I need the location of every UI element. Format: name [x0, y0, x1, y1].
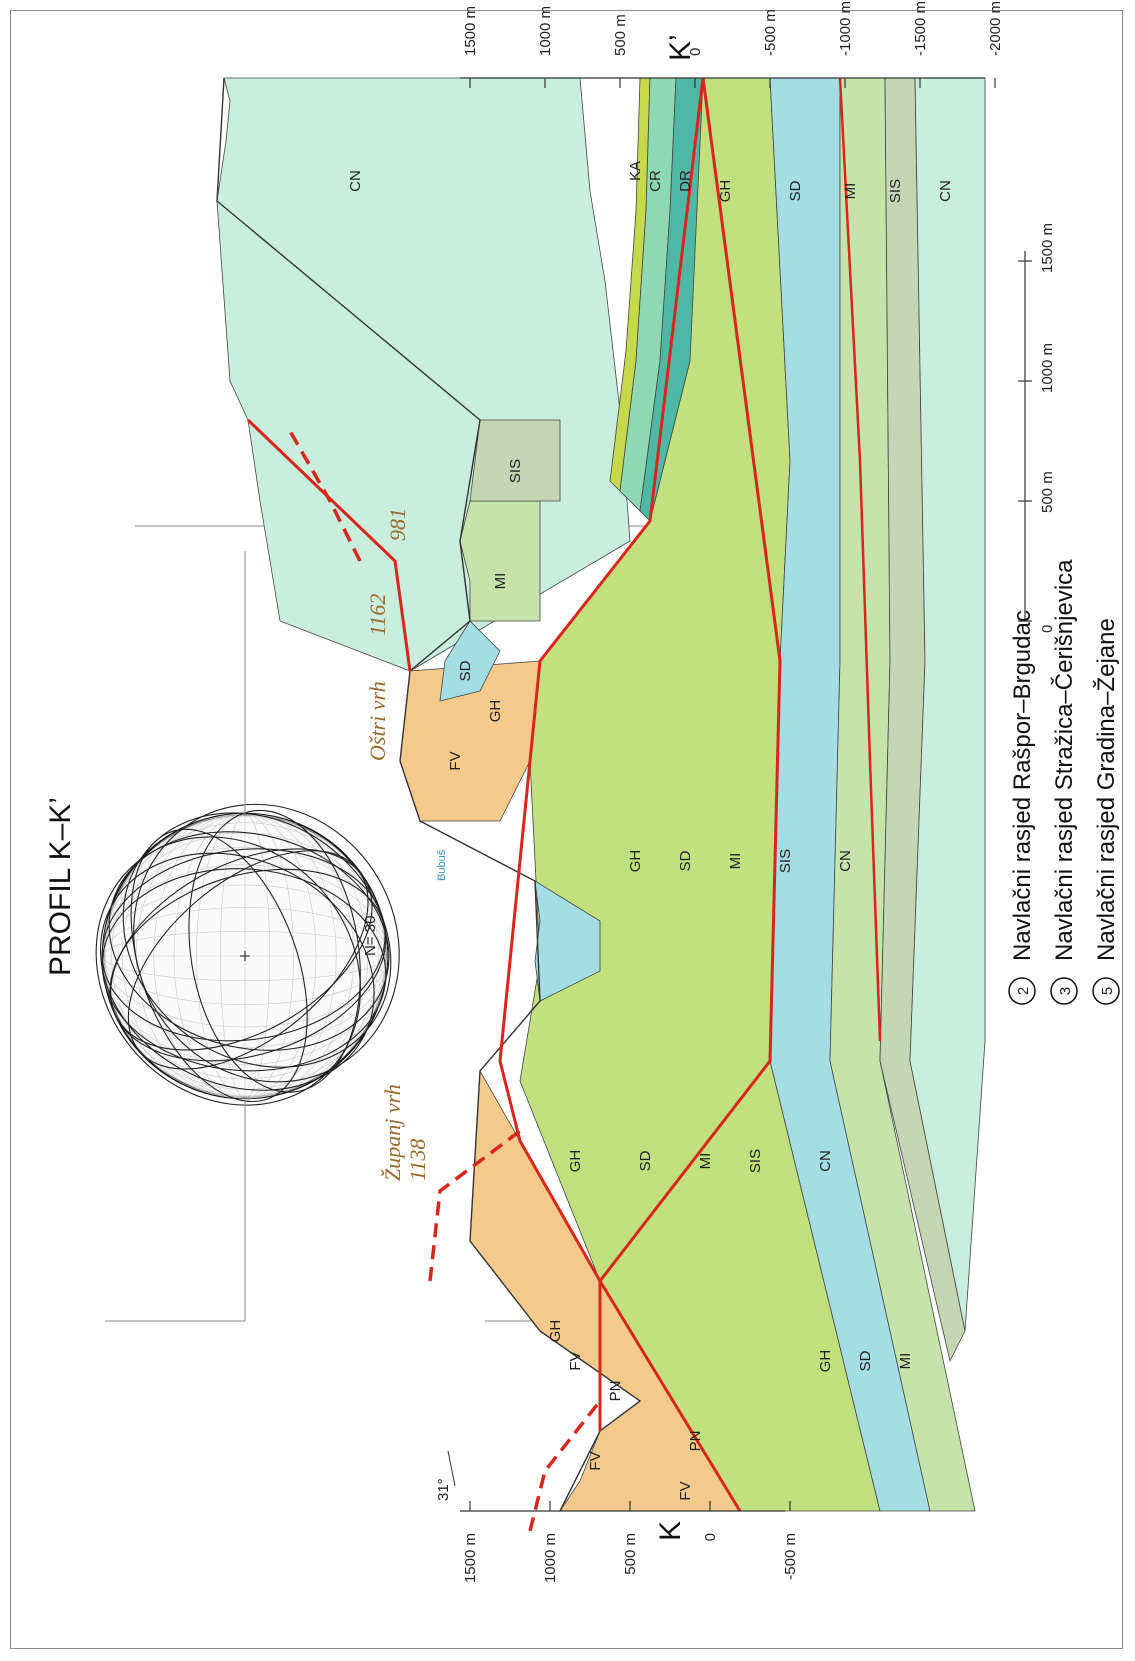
peak-elev-ostri: 1162: [365, 594, 390, 636]
scale-tick-label: 1000 m: [1039, 343, 1056, 393]
unit-label-sd: SD: [857, 1350, 874, 1371]
unit-label-sd: SD: [637, 1150, 654, 1171]
right-tick-label: -1500 m: [912, 1, 929, 56]
unit-label-sd: SD: [787, 180, 804, 201]
stereonet-n: N= 30: [362, 916, 379, 956]
page-frame: [10, 10, 1123, 1649]
right-tick-label: -1000 m: [837, 1, 854, 56]
scale-tick-label: 0: [1039, 625, 1056, 633]
legend-number: 5: [1099, 987, 1116, 995]
unit-label-sd: SD: [677, 850, 694, 871]
right-tick-label: -2000 m: [987, 1, 1004, 56]
left-tick-label: 1500 m: [462, 1533, 479, 1583]
unit-label-gh: GH: [817, 1350, 834, 1373]
ground-surface: [216, 77, 642, 1512]
left-tick-label: 500 m: [622, 1533, 639, 1575]
profile-title: PROFIL K–K’: [44, 797, 77, 976]
legend-marker: [1050, 977, 1078, 1005]
unit-label-sd: SD: [457, 660, 474, 681]
unit-label-cn: CN: [837, 850, 854, 872]
unit-label-sis: SIS: [747, 1149, 764, 1173]
right-tick-label: 0: [687, 48, 704, 56]
unit-label-cn: CN: [937, 180, 954, 202]
unit-label-mi: MI: [727, 853, 744, 870]
unit-label-gh: GH: [567, 1150, 584, 1173]
legend-text: Navlačni rasjed Gradina–Žejane: [1093, 618, 1120, 961]
scale-tick-label: 1500 m: [1039, 223, 1056, 273]
unit-label-dr: DR: [677, 170, 694, 192]
unit-label-sis: SIS: [777, 849, 794, 873]
unit-label-mi: MI: [697, 1153, 714, 1170]
stereonet-planes: [95, 803, 400, 1106]
unit-label-pn: PN: [687, 1431, 704, 1452]
peak-name-zupanj: Županj vrh: [380, 1084, 405, 1181]
unit-label-mi: MI: [842, 183, 859, 200]
unit-label-fv: FV: [677, 1481, 694, 1500]
unit-label-sis: SIS: [887, 179, 904, 203]
axis-left: 1500 m 1000 m 500 m 0 -500 m K: [460, 1501, 799, 1583]
legend: 2 Navlačni rasjed Rašpor–Brgudac 3 Navlačni…: [1008, 559, 1120, 1005]
unit-label-mi: MI: [897, 1353, 914, 1370]
legend-number: 2: [1015, 987, 1032, 995]
fault-2: [598, 77, 782, 1512]
unit-label-mi: MI: [492, 573, 509, 590]
unit-label-cn: CN: [347, 170, 364, 192]
unit-label-cn: CN: [817, 1150, 834, 1172]
fault-5: [246, 418, 412, 672]
peak-name-ostri: Oštri vrh: [365, 681, 390, 761]
unit-label-ka: KA: [627, 161, 644, 181]
dip-marker: 31°: [435, 1450, 456, 1501]
left-tick-label: -500 m: [782, 1533, 799, 1580]
fault-3: [498, 77, 705, 1431]
unit-label-sis: SIS: [507, 459, 524, 483]
unit-label-cr: CR: [647, 170, 664, 192]
unit-label-pn: PN: [607, 1381, 624, 1402]
unit-label-gh: GH: [717, 180, 734, 203]
legend-marker: [1092, 977, 1120, 1005]
unit-label-gh: GH: [627, 850, 644, 873]
thrust-faults: [246, 77, 882, 1532]
unit-label-gh: GH: [487, 700, 504, 723]
dip-angle: 31°: [435, 1478, 452, 1501]
legend-text: Navlačni rasjed Rašpor–Brgudac: [1009, 610, 1036, 961]
endpoint-left: K: [654, 1521, 687, 1541]
stereonet: N= 30: [95, 803, 400, 1106]
right-tick-label: 500 m: [612, 14, 629, 56]
legend-marker: [1008, 977, 1036, 1005]
right-tick-label: 1500 m: [462, 6, 479, 56]
unit-label-fv: FV: [567, 1351, 584, 1370]
endpoint-right: K’: [664, 34, 697, 61]
peak-elev-981: 981: [385, 508, 410, 541]
legend-text: Navlačni rasjed Stražica–Čerišnjevica: [1050, 559, 1078, 961]
right-tick-label: -500 m: [762, 9, 779, 56]
scale-tick-label: 500 m: [1039, 471, 1056, 513]
scale-bar: 0 500 m 1000 m 1500 m: [1018, 223, 1056, 633]
unit-label-fv: FV: [447, 751, 464, 770]
axis-right: 1500 m 1000 m 500 m 0 -500 m -1000 m -1500 m -2…: [460, 1, 1004, 88]
peak-elev-zupanj: 1138: [405, 1139, 430, 1181]
unit-label-gh: GH: [547, 1320, 564, 1343]
unit-label-fv: FV: [587, 1451, 604, 1470]
right-tick-label: 1000 m: [537, 6, 554, 56]
legend-number: 3: [1057, 987, 1074, 995]
left-tick-label: 1000 m: [542, 1533, 559, 1583]
left-tick-label: 0: [702, 1533, 719, 1541]
spring-label: Bubuš: [436, 849, 448, 881]
peak-labels: Županj vrh 1138 Oštri vrh 1162 981 Bubuš: [365, 508, 448, 1181]
